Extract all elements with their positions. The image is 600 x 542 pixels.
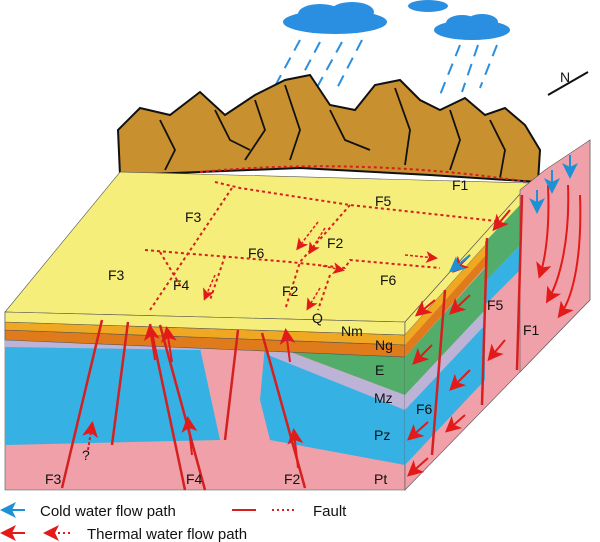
label-Q: Q — [312, 310, 323, 326]
front-face — [4, 311, 406, 491]
layer-Mz-right — [268, 345, 405, 410]
label-F4: F4 — [173, 277, 190, 293]
strata-labels: Q Nm Ng E Mz Pz Pt — [312, 310, 393, 487]
label-F6-side: F6 — [416, 401, 433, 417]
label-Nm: Nm — [341, 323, 363, 339]
legend-cold: Cold water flow path — [40, 503, 176, 520]
cloud-icon — [283, 0, 510, 40]
cold-flow-arrows — [448, 155, 578, 273]
label-F3: F3 — [185, 209, 202, 225]
label-F4-front: F4 — [186, 471, 203, 487]
label-F2: F2 — [327, 235, 344, 251]
label-F5-side: F5 — [487, 297, 504, 313]
layer-Pz-left — [5, 345, 220, 445]
label-F6: F6 — [380, 272, 397, 288]
label-Pt: Pt — [374, 471, 387, 487]
mountains — [116, 73, 542, 184]
surface-faults — [144, 181, 506, 311]
legend: Cold water flow path Fault Thermal water… — [0, 502, 347, 542]
label-F2: F2 — [282, 283, 299, 299]
label-unknown: ? — [82, 447, 90, 463]
north-arrow: N — [547, 69, 589, 96]
label-F6: F6 — [248, 245, 265, 261]
label-F3-front: F3 — [45, 471, 62, 487]
front-flow-arrows — [82, 324, 304, 469]
label-F5: F5 — [375, 193, 392, 209]
label-F3: F3 — [108, 267, 125, 283]
legend-fault: Fault — [313, 503, 347, 520]
label-Ng: Ng — [375, 337, 393, 353]
fault-labels: F1 F5 F3 F2 F6 F3 F4 F6 F2 F5 F1 F6 F3 F… — [45, 177, 540, 487]
rain-clouds — [261, 0, 510, 111]
label-F1: F1 — [452, 177, 469, 193]
label-F1-side: F1 — [523, 322, 540, 338]
label-Pz: Pz — [374, 427, 390, 443]
legend-thermal: Thermal water flow path — [87, 526, 247, 542]
label-E: E — [375, 362, 384, 378]
label-Mz: Mz — [374, 390, 393, 406]
north-label: N — [560, 69, 570, 85]
label-F2-front: F2 — [284, 471, 301, 487]
surface-thermal-arrows — [203, 221, 438, 311]
